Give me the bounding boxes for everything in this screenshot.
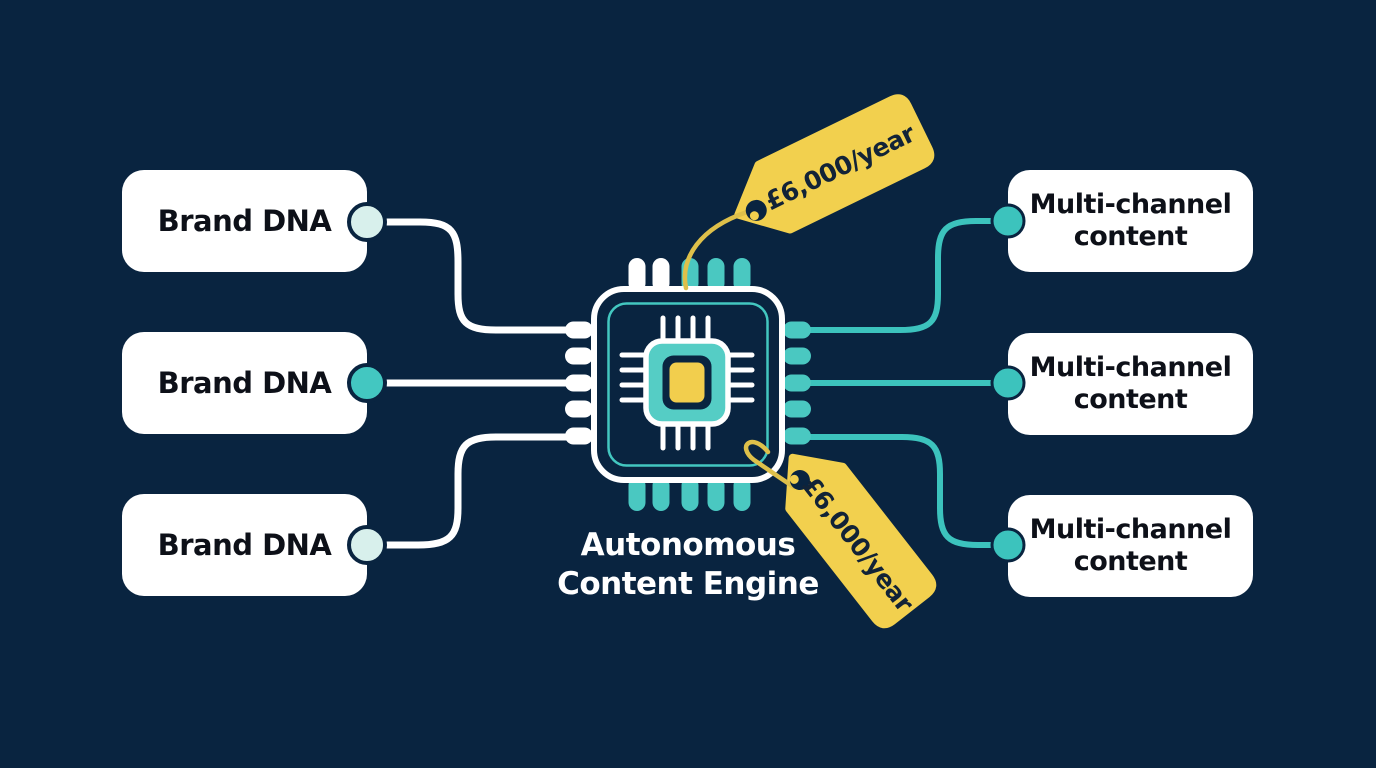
- chip-core-pins: [619, 315, 755, 451]
- chip-pins-right: [783, 321, 811, 445]
- chip-pins-left: [565, 321, 593, 445]
- node-brand-dna-2: Brand DNA: [122, 332, 367, 434]
- chip-pins-bottom: [628, 477, 751, 511]
- node-brand-dna-1-label: Brand DNA: [157, 203, 332, 238]
- node-brand-dna-1: Brand DNA: [122, 170, 367, 272]
- chip-core-die: [669, 362, 705, 403]
- price-tag-top-hole: [745, 199, 767, 221]
- price-tag-top-label: £6,000/year: [760, 118, 920, 216]
- node-multichannel-1: Multi-channel content: [1008, 170, 1253, 272]
- node-brand-dna-3: Brand DNA: [122, 494, 367, 596]
- chip-core-ring: [662, 355, 712, 410]
- price-tag-bottom-hole: [789, 470, 810, 491]
- chip-inner-frame: [607, 302, 769, 467]
- engine-title: Autonomous Content Engine: [557, 527, 819, 602]
- node-brand-dna-2-label: Brand DNA: [157, 365, 332, 400]
- price-tag-top-hole-glint: [749, 211, 759, 221]
- node-multichannel-3: Multi-channel content: [1008, 495, 1253, 597]
- node-multichannel-1-label: Multi-channel content: [1029, 189, 1232, 252]
- node-brand-dna-3-label: Brand DNA: [157, 527, 332, 562]
- node-multichannel-2: Multi-channel content: [1008, 333, 1253, 435]
- connector-line-left-1: [364, 218, 578, 334]
- connector-dots: [347, 202, 1026, 565]
- cpu-chip-icon: [565, 258, 811, 511]
- price-tag-top: £6,000/year: [682, 94, 935, 291]
- node-multichannel-3-label: Multi-channel content: [1029, 514, 1232, 577]
- connector-line-right-1: [799, 218, 1011, 333]
- right-connector-lines: [799, 218, 1011, 548]
- price-tag-bottom-string: [743, 439, 797, 490]
- price-tag-top-string: [682, 209, 750, 291]
- left-connector-lines: [364, 218, 578, 549]
- chip-core: [643, 338, 731, 427]
- chip-body: [591, 286, 785, 483]
- price-tag-top-shape: [734, 94, 935, 234]
- node-multichannel-2-label: Multi-channel content: [1029, 352, 1232, 415]
- price-tag-bottom-hole-glint: [789, 474, 799, 484]
- chip-pins-top: [628, 258, 751, 292]
